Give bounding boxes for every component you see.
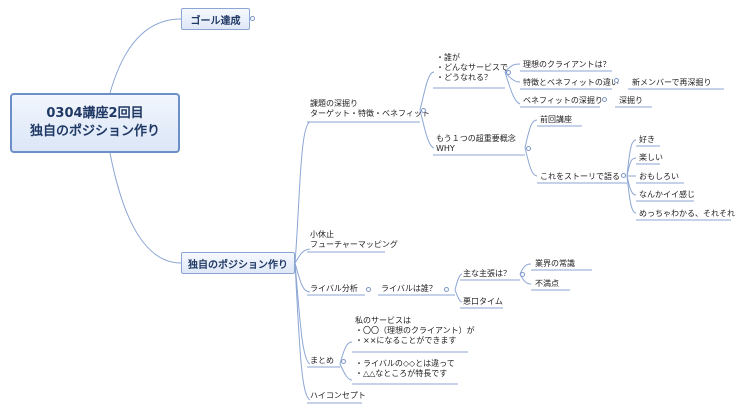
questions-node[interactable]: ・誰が ・どんなサービスで ・どうなれる？ [436, 53, 508, 83]
claim-node[interactable]: 主な主張は？ [463, 269, 511, 278]
question-service: ・どんなサービスで [436, 63, 508, 72]
benefit-deepdive-node[interactable]: ベネフィットの深掘り [523, 96, 603, 105]
central-topic-line1: 0304講座2回目 [46, 106, 144, 121]
collapse-toggle[interactable] [341, 359, 346, 364]
collapse-toggle[interactable] [444, 287, 449, 292]
summary-block-rival[interactable]: ・ライバルの◇◇とは違って ・△△なところが特長です [355, 359, 455, 379]
branch-topic-label: 独自のポジション作り [188, 259, 288, 271]
collapse-toggle[interactable] [506, 70, 511, 75]
summary-line: ・ライバルの◇◇とは違って [355, 359, 455, 368]
summary-line: ・〇〇（理想のクライアント）が [355, 326, 475, 335]
topic-summary[interactable]: まとめ [310, 356, 334, 365]
collapse-toggle[interactable] [526, 146, 531, 151]
collapse-toggle[interactable] [614, 78, 619, 83]
collapse-toggle[interactable] [621, 173, 626, 178]
ideal-client-node[interactable]: 理想のクライアントは？ [523, 60, 611, 69]
topic-high-concept[interactable]: ハイコンセプト [310, 391, 366, 400]
summary-line: ・××になることができます [355, 336, 457, 345]
topic-break-line1: 小休止 [310, 230, 334, 239]
topic-issue-line2: ターゲット・特徴・ベネフィット [310, 109, 430, 118]
rival-who-node[interactable]: ライバルは誰？ [381, 284, 437, 293]
new-member-node[interactable]: 新メンバーで再深掘り [632, 78, 712, 87]
branch-topic[interactable]: 独自のポジション作り [181, 252, 295, 274]
story-item-like[interactable]: 好き [639, 135, 655, 144]
central-topic[interactable]: 0304講座2回目 独自のポジション作り [10, 93, 180, 153]
concept-line2: WHY [436, 144, 455, 153]
summary-line: ・△△なところが特長です [355, 369, 448, 378]
question-who: ・誰が [436, 53, 460, 62]
summary-line: 私のサービスは [355, 316, 411, 325]
topic-issue-deepdive[interactable]: 課題の深掘り ターゲット・特徴・ベネフィット [310, 99, 430, 119]
collapse-toggle[interactable] [520, 272, 525, 277]
feature-benefit-node[interactable]: 特徴とベネフィットの違い [523, 78, 619, 87]
deepdive-node[interactable]: 深掘り [619, 96, 643, 105]
central-topic-line2: 独自のポジション作り [29, 124, 160, 139]
bad-mouth-node[interactable]: 悪口タイム [463, 297, 503, 306]
story-item-fun[interactable]: 楽しい [639, 153, 663, 162]
goal-topic[interactable]: ゴール達成 [181, 8, 250, 30]
collapse-toggle[interactable] [366, 287, 371, 292]
goal-topic-label: ゴール達成 [190, 15, 241, 27]
topic-break-line2: フューチャーマッピング [310, 240, 398, 249]
concept-node[interactable]: もう１つの超重要概念 WHY [436, 134, 516, 154]
story-node[interactable]: これをストーリで語る [540, 172, 620, 181]
summary-block-service[interactable]: 私のサービスは ・〇〇（理想のクライアント）が ・××になることができます [355, 316, 475, 346]
topic-issue-line1: 課題の深掘り [310, 99, 358, 108]
previous-lecture-node[interactable]: 前回講座 [540, 115, 572, 124]
industry-common-node[interactable]: 業界の常識 [535, 259, 575, 268]
topic-break[interactable]: 小休止 フューチャーマッピング [310, 230, 398, 250]
story-item-interesting[interactable]: おもしろい [639, 172, 679, 181]
story-item-nice[interactable]: なんかイイ感じ [639, 190, 695, 199]
topic-rival-analysis[interactable]: ライバル分析 [310, 284, 358, 293]
story-item-relatable[interactable]: めっちゃわかる、それそれ [639, 209, 735, 218]
collapse-toggle[interactable] [421, 108, 426, 113]
question-outcome: ・どうなれる？ [436, 73, 492, 82]
concept-line1: もう１つの超重要概念 [436, 134, 516, 143]
collapse-toggle[interactable] [250, 16, 255, 21]
collapse-toggle[interactable] [602, 97, 607, 102]
complaint-node[interactable]: 不満点 [535, 279, 559, 288]
